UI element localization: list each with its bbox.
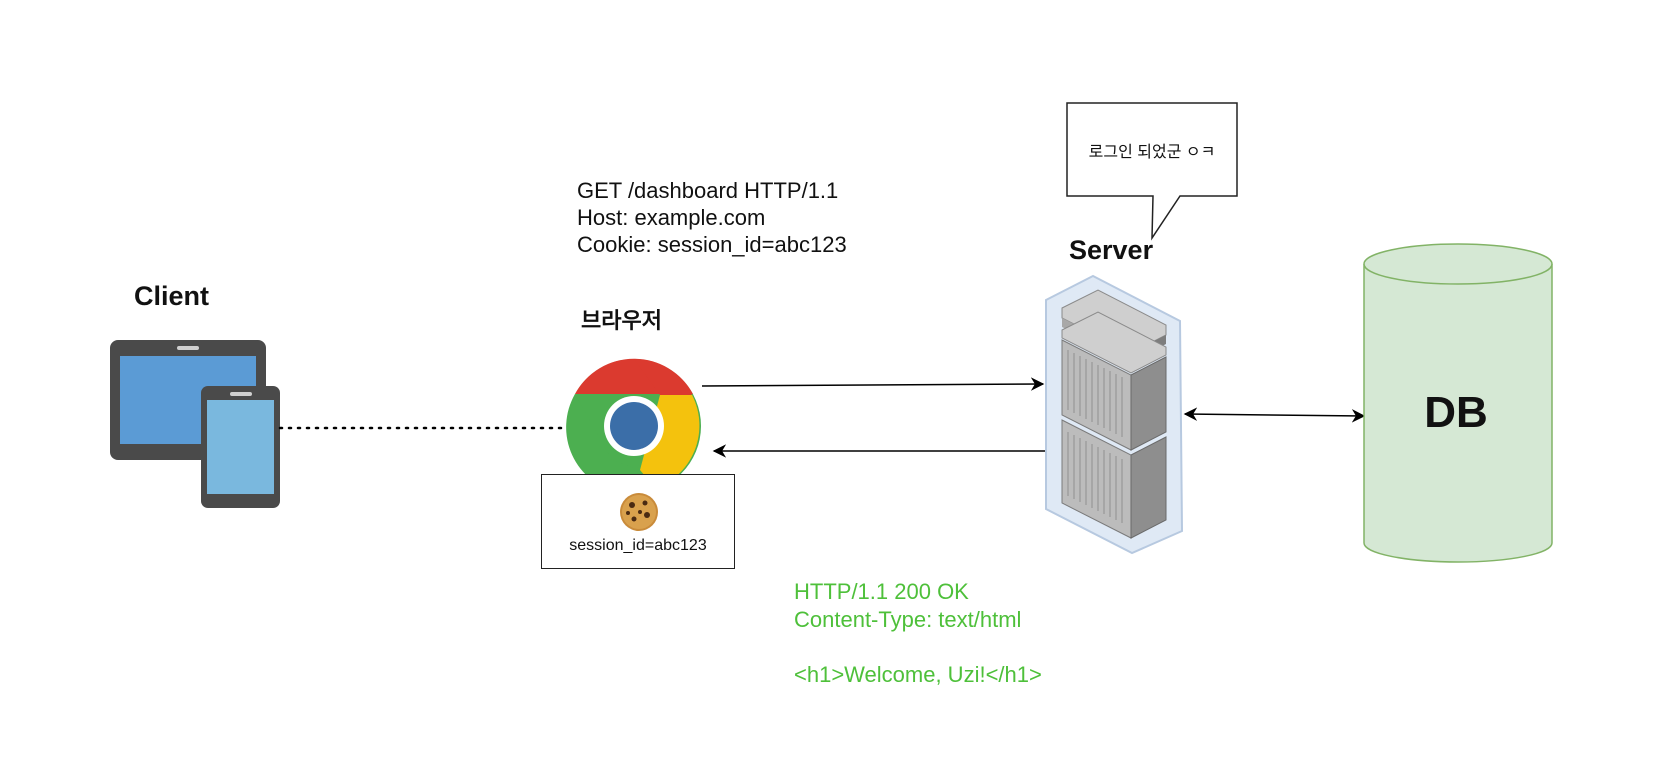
cookie-icon [620, 493, 658, 531]
tablet-and-phone-icon [110, 340, 280, 508]
server-db-arrow [1183, 407, 1366, 423]
response-body: <h1>Welcome, Uzi!</h1> [794, 661, 1042, 687]
http-response-text: HTTP/1.1 200 OK Content-Type: text/html … [794, 578, 1042, 688]
speech-bubble [1066, 102, 1238, 241]
speech-bubble-text: 로그인 되었군 ㅇㅋ [1088, 144, 1216, 161]
response-blank-line [794, 633, 1042, 661]
response-header-content-type: Content-Type: text/html [794, 606, 1022, 632]
request-header-cookie: Cookie: session_id=abc123 [577, 232, 847, 257]
response-status-line: HTTP/1.1 200 OK [794, 579, 969, 604]
request-header-host: Host: example.com [577, 205, 766, 230]
chrome-icon [566, 358, 701, 493]
server-rack-icon [1045, 274, 1184, 555]
db-cylinder [1363, 243, 1553, 563]
phone-icon [201, 386, 280, 508]
browser-label: 브라우저 [581, 308, 662, 333]
client-label: Client [134, 281, 210, 311]
cookie-session-text: session_id=abc123 [569, 537, 707, 554]
server-label: Server [1069, 235, 1154, 265]
request-line: GET /dashboard HTTP/1.1 [577, 178, 839, 203]
request-arrow [701, 377, 1045, 391]
http-request-text: GET /dashboard HTTP/1.1 Host: example.co… [577, 177, 847, 258]
db-label: DB [1424, 388, 1488, 437]
